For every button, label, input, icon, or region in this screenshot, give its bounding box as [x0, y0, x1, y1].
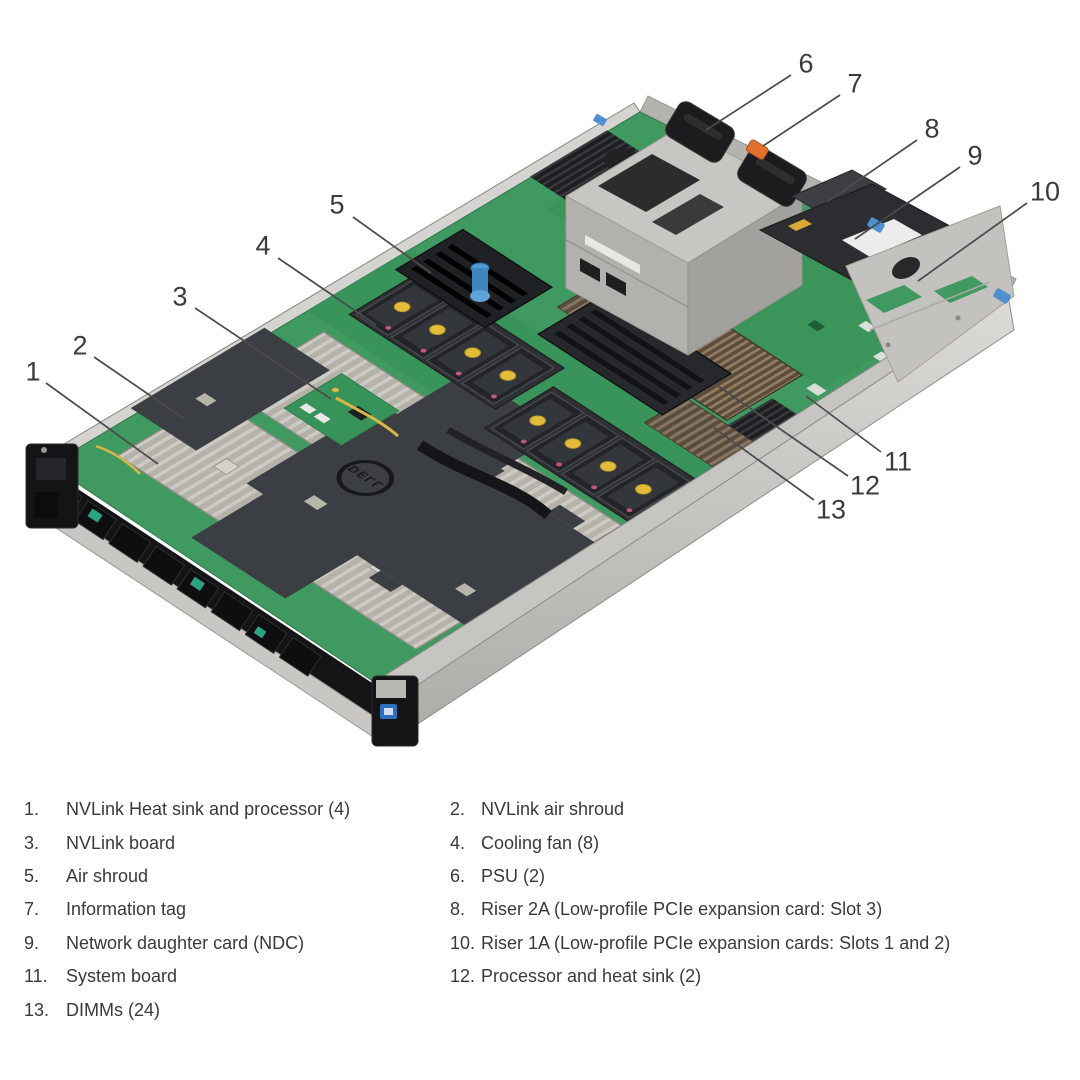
- legend-item-label: NVLink board: [66, 832, 176, 853]
- legend-item-number: 8.: [450, 899, 466, 920]
- legend-item-4: 4. Cooling fan (8): [450, 826, 950, 859]
- callout-13-dimms: 13: [815, 494, 847, 525]
- callout-11-system-board: 11: [883, 446, 913, 477]
- legend-item-number: 10.: [450, 932, 476, 953]
- legend-item-number: 1.: [24, 799, 40, 820]
- legend-item-label: PSU (2): [481, 865, 546, 886]
- legend-item-9: 9. Network daughter card (NDC): [24, 927, 350, 960]
- callout-5-air-shroud: 5: [329, 189, 345, 220]
- legend-item-12: 12.Processor and heat sink (2): [450, 960, 950, 993]
- fan: [596, 460, 691, 519]
- air-shroud: [394, 228, 733, 416]
- legend-item-3: 3. NVLink board: [24, 826, 350, 859]
- callout-8-riser-2a: 8: [924, 113, 940, 144]
- callout-2-nvlink-air-shroud: 2: [72, 330, 88, 361]
- legend-item-2: 2. NVLink air shroud: [450, 793, 950, 826]
- legend-item-1: 1. NVLink Heat sink and processor (4): [24, 793, 350, 826]
- legend-item-number: 4.: [450, 832, 466, 853]
- legend-item-label: Information tag: [66, 899, 187, 920]
- rack-ear-left: [25, 443, 79, 529]
- legend-item-label: DIMMs (24): [66, 999, 160, 1020]
- fan: [490, 391, 585, 450]
- legend-item-11: 11. System board: [24, 960, 350, 993]
- legend-item-label: NVLink Heat sink and processor (4): [66, 799, 351, 820]
- legend-item-number: 7.: [24, 899, 40, 920]
- server-illustration: DELL: [25, 95, 1017, 747]
- legend-item-label: Processor and heat sink (2): [481, 966, 702, 987]
- callout-6-psu: 6: [798, 48, 814, 79]
- legend-item-number: 13.: [24, 999, 50, 1020]
- fan: [560, 437, 656, 496]
- callout-4-cooling-fan: 4: [255, 230, 271, 261]
- callout-12-processor-and-heat-sink: 12: [849, 470, 881, 501]
- legend-item-label: Cooling fan (8): [481, 832, 600, 853]
- callout-10-riser-1a: 10: [1029, 176, 1061, 207]
- legend-item-8: 8. Riser 2A (Low-profile PCIe expansion c…: [450, 893, 950, 926]
- legend-item-5: 5. Air shroud: [24, 860, 350, 893]
- rack-ear-right: [371, 675, 419, 747]
- legend-item-7: 7. Information tag: [24, 893, 350, 926]
- legend-item-number: 12.: [450, 966, 476, 987]
- fan: [460, 346, 556, 405]
- legend-item-number: 11.: [24, 966, 48, 987]
- yellow-wire: [335, 396, 399, 438]
- legend-item-label: System board: [66, 966, 178, 987]
- callout-7-information-tag: 7: [847, 68, 863, 99]
- legend-item-number: 5.: [24, 865, 40, 886]
- legend-item-label: Riser 1A (Low-profile PCIe expansion car…: [481, 932, 951, 953]
- cooling-fans: [348, 272, 701, 524]
- legend-item-number: 3.: [24, 832, 40, 853]
- legend-column-1: 1. NVLink Heat sink and processor (4) 3. NV…: [24, 793, 350, 1027]
- legend-item-13: 13. DIMMs (24): [24, 993, 350, 1026]
- callout-3-nvlink-board: 3: [172, 281, 188, 312]
- legend-item-10: 10.Riser 1A (Low-profile PCIe expansion …: [450, 927, 950, 960]
- legend-item-label: Air shroud: [66, 865, 149, 886]
- legend-item-number: 2.: [450, 799, 466, 820]
- fan: [354, 277, 450, 337]
- legend-item-number: 9.: [24, 932, 40, 953]
- legend-item-label: NVLink air shroud: [481, 799, 625, 820]
- fan: [525, 414, 621, 473]
- callout-1-nvlink-heat-sink-and-processor: 1: [25, 356, 41, 387]
- legend-item-label: Riser 2A (Low-profile PCIe expansion car…: [481, 899, 883, 920]
- callout-9-network-daughter-card: 9: [967, 140, 983, 171]
- legend-item-number: 6.: [450, 865, 466, 886]
- fan: [425, 323, 520, 382]
- legend-column-2: 2. NVLink air shroud 4. Cooling fan (8) 6. PS…: [450, 793, 950, 993]
- board-components: DELL: [116, 130, 952, 650]
- legend-item-6: 6. PSU (2): [450, 860, 950, 893]
- information-tag: [745, 139, 769, 160]
- legend-item-label: Network daughter card (NDC): [66, 932, 305, 953]
